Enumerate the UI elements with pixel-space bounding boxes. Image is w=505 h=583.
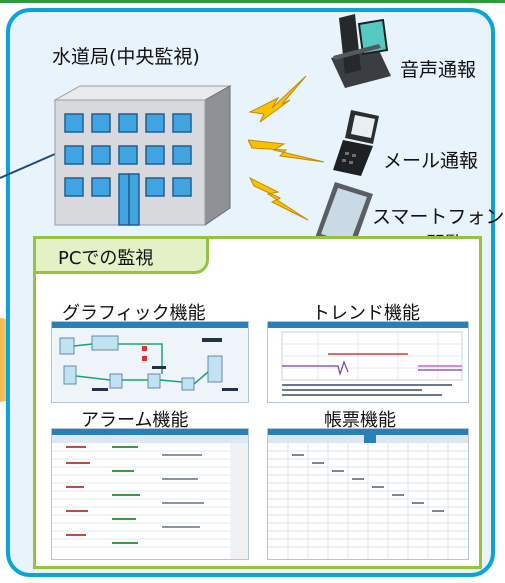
top-green-line xyxy=(0,0,505,3)
trend-screenshot xyxy=(267,321,469,403)
building-icon xyxy=(53,85,232,226)
mobile-phone-icon xyxy=(333,110,379,176)
report-function-title: 帳票機能 xyxy=(324,410,396,431)
graphic-function-title: グラフィック機能 xyxy=(62,303,206,324)
alarm-function-title: アラーム機能 xyxy=(81,410,189,431)
report-screenshot xyxy=(267,428,469,560)
alarm-screenshot xyxy=(51,428,249,560)
connector-line xyxy=(0,153,56,179)
pc-monitoring-tab xyxy=(33,236,209,274)
signal-bolts xyxy=(248,75,325,221)
smartphone-label-line1: スマートフォン xyxy=(372,206,505,228)
pc-monitoring-label: PCでの監視 xyxy=(58,248,154,269)
voice-notification-label: 音声通報 xyxy=(400,59,477,81)
trend-function-title: トレンド機能 xyxy=(312,303,420,324)
headquarters-title: 水道局(中央監視) xyxy=(52,46,200,68)
desk-phone-icon xyxy=(331,14,391,88)
smartphone-icon xyxy=(315,182,373,250)
mail-notification-label: メール通報 xyxy=(383,150,479,172)
graphic-screenshot xyxy=(51,321,249,403)
